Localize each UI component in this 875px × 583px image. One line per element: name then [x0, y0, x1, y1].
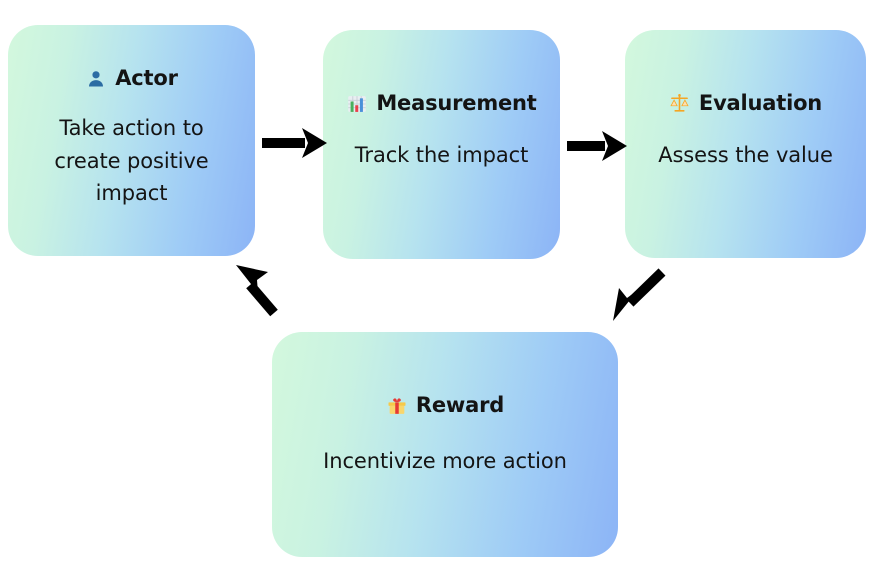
- bar-chart-icon: [346, 93, 368, 115]
- arrow-measurement-to-evaluation: [567, 131, 627, 161]
- gift-icon: [386, 395, 408, 417]
- node-measurement-title-text: Measurement: [376, 91, 537, 115]
- node-measurement-description: Track the impact: [354, 143, 529, 168]
- arrow-actor-to-measurement: [262, 128, 327, 158]
- node-reward-description: Incentivize more action: [323, 449, 567, 474]
- node-reward-title-text: Reward: [415, 393, 505, 417]
- arrow-reward-to-actor: [236, 265, 278, 317]
- node-actor-description: Take action to create positive impact: [54, 116, 209, 206]
- node-evaluation-description: Assess the value: [658, 143, 833, 168]
- node-actor[interactable]: Actor Take action to create positive imp…: [8, 25, 255, 256]
- node-reward[interactable]: Reward Incentivize more action: [272, 332, 618, 557]
- node-actor-title: Actor: [85, 66, 178, 90]
- arrow-evaluation-to-reward: [613, 268, 666, 321]
- node-actor-title-text: Actor: [115, 66, 178, 90]
- node-reward-title: Reward: [386, 393, 505, 417]
- node-evaluation[interactable]: Evaluation Assess the value: [625, 30, 866, 258]
- node-measurement-title: Measurement: [346, 91, 537, 115]
- node-measurement[interactable]: Measurement Track the impact: [323, 30, 560, 259]
- node-evaluation-title: Evaluation: [669, 91, 823, 115]
- person-bust-icon: [85, 68, 107, 90]
- node-evaluation-title-text: Evaluation: [698, 91, 823, 115]
- balance-scale-icon: [669, 93, 691, 115]
